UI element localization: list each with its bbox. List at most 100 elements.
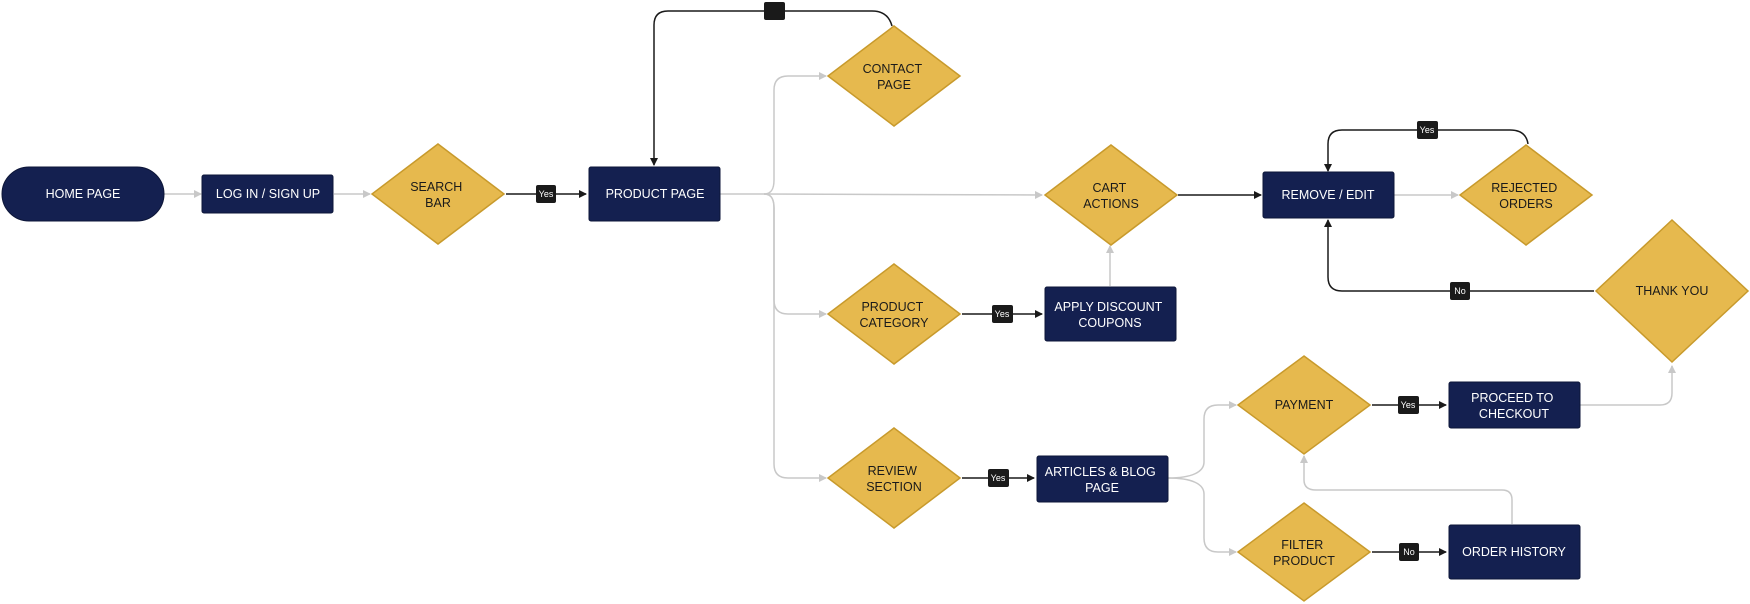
cart-actions-shape	[1043, 144, 1179, 246]
badge-search-to-product: Yes	[536, 185, 556, 203]
rejected-orders-node[interactable]: REJECTED ORDERS	[1458, 144, 1594, 246]
product-category-label-line-1: PRODUCT	[861, 300, 923, 314]
filter-product-label-line-2: PRODUCT	[1273, 554, 1335, 568]
payment-label: PAYMENT	[1275, 398, 1334, 412]
product-page-label-line-1: PRODUCT PAGE	[606, 187, 705, 201]
proceed-checkout-label-line-1: PROCEED TO	[1471, 391, 1553, 405]
badge-contact-loop	[764, 2, 785, 20]
remove-edit-node[interactable]: REMOVE / EDIT	[1262, 171, 1395, 219]
product-category-shape	[826, 263, 962, 365]
search-bar-node[interactable]: SEARCH BAR	[370, 143, 506, 245]
articles-blog-label-line-2: PAGE	[1085, 481, 1119, 495]
contact-page-label-line-2: PAGE	[877, 78, 911, 92]
home-page-shape	[1, 166, 165, 222]
connector-product-to-cart	[763, 190, 1043, 199]
search-bar-shape	[370, 143, 506, 245]
remove-edit-label: REMOVE / EDIT	[1281, 188, 1374, 202]
badge-thankyou-to-remove: No	[1450, 282, 1470, 300]
order-history-node[interactable]: ORDER HISTORY	[1448, 524, 1581, 580]
rejected-orders-label-line-1: REJECTED	[1491, 181, 1557, 195]
filter-product-label-line-1: FILTER	[1281, 538, 1323, 552]
filter-product-node[interactable]: FILTER PRODUCT	[1236, 502, 1372, 602]
contact-page-node[interactable]: CONTACT PAGE	[826, 25, 962, 127]
badge-payment-to-checkout-label: Yes	[1401, 400, 1416, 410]
connector-thankyou-to-remove	[1324, 219, 1594, 292]
articles-blog-label: ARTICLES & BLOG PAGE	[1045, 465, 1159, 495]
connector-product-to-review	[763, 193, 827, 482]
review-section-shape	[826, 427, 962, 529]
product-category-node[interactable]: PRODUCT CATEGORY	[826, 263, 962, 365]
badge-filter-to-history: No	[1399, 543, 1419, 561]
proceed-checkout-label: PROCEED TO CHECKOUT	[1471, 391, 1557, 421]
rejected-orders-label: REJECTED ORDERS	[1491, 181, 1560, 211]
badge-search-to-product-bg	[536, 185, 556, 203]
login-label: LOG IN / SIGN UP	[216, 187, 320, 201]
payment-label-line-1: PAYMENT	[1275, 398, 1334, 412]
badge-rejected-loop-bg	[1417, 121, 1438, 139]
articles-blog-node[interactable]: ARTICLES & BLOG PAGE	[1036, 455, 1169, 503]
search-bar-label: SEARCH BAR	[410, 180, 466, 210]
apply-discount-shape	[1044, 286, 1177, 342]
remove-edit-shape	[1262, 171, 1395, 219]
rejected-orders-shape	[1458, 144, 1594, 246]
apply-discount-label-line-2: COUPONS	[1078, 316, 1141, 330]
badge-category-to-discount-label: Yes	[995, 309, 1010, 319]
thank-you-label: THANK YOU	[1636, 284, 1709, 298]
thank-you-node[interactable]: THANK YOU	[1594, 218, 1750, 364]
nodes: HOME PAGE LOG IN / SIGN UP SEARCH BAR PR…	[1, 25, 1750, 602]
connector-checkout-to-thankyou	[1580, 365, 1676, 406]
connector-articles-to-filter	[1167, 477, 1237, 556]
order-history-label: ORDER HISTORY	[1462, 545, 1566, 559]
thank-you-shape	[1594, 218, 1750, 364]
filter-product-label: FILTER PRODUCT	[1273, 538, 1335, 568]
badge-thankyou-to-remove-label: No	[1454, 286, 1466, 296]
proceed-checkout-shape	[1448, 381, 1581, 429]
product-page-shape	[588, 166, 721, 222]
badge-filter-to-history-label: No	[1403, 547, 1415, 557]
payment-node[interactable]: PAYMENT	[1236, 355, 1372, 455]
badge-category-to-discount: Yes	[992, 305, 1013, 323]
order-history-label-line-1: ORDER HISTORY	[1462, 545, 1566, 559]
proceed-checkout-node[interactable]: PROCEED TO CHECKOUT	[1448, 381, 1581, 429]
review-section-label-line-2: SECTION	[866, 480, 922, 494]
badge-review-to-articles-label: Yes	[991, 473, 1006, 483]
cart-actions-label-line-2: ACTIONS	[1083, 197, 1139, 211]
product-page-node[interactable]: PRODUCT PAGE	[588, 166, 721, 222]
cart-actions-label-line-1: CART	[1092, 181, 1126, 195]
connector-product-to-contact	[763, 72, 827, 195]
badge-payment-to-checkout-bg	[1398, 396, 1419, 414]
review-section-label-line-1: REVIEW	[868, 464, 918, 478]
apply-discount-node[interactable]: APPLY DISCOUNT COUPONS	[1044, 286, 1177, 342]
proceed-checkout-label-line-2: CHECKOUT	[1479, 407, 1550, 421]
badge-rejected-loop-label: Yes	[1420, 125, 1435, 135]
badge-review-to-articles: Yes	[988, 469, 1009, 487]
badge-payment-to-checkout: Yes	[1398, 396, 1419, 414]
cart-actions-label: CART ACTIONS	[1083, 181, 1139, 211]
edge-badges: Yes Yes Yes Yes No Yes No	[536, 2, 1470, 561]
badge-thankyou-to-remove-bg	[1450, 282, 1470, 300]
home-page-node[interactable]: HOME PAGE	[1, 166, 165, 222]
product-category-label-line-2: CATEGORY	[860, 316, 930, 330]
payment-shape	[1236, 355, 1372, 455]
articles-blog-shape	[1036, 455, 1169, 503]
contact-page-shape	[826, 25, 962, 127]
articles-blog-label-line-1: ARTICLES & BLOG	[1045, 465, 1156, 479]
badge-category-to-discount-bg	[992, 305, 1013, 323]
login-node[interactable]: LOG IN / SIGN UP	[201, 174, 334, 214]
filter-product-shape	[1236, 502, 1372, 602]
badge-review-to-articles-bg	[988, 469, 1009, 487]
login-label-line-1: LOG IN / SIGN UP	[216, 187, 320, 201]
login-shape	[201, 174, 334, 214]
home-page-label: HOME PAGE	[46, 187, 121, 201]
apply-discount-label-line-1: APPLY DISCOUNT	[1054, 300, 1162, 314]
review-section-label: REVIEW SECTION	[866, 464, 922, 494]
rejected-orders-label-line-2: ORDERS	[1499, 197, 1552, 211]
connector-rejected-to-remove	[1324, 129, 1529, 172]
search-bar-label-line-1: SEARCH	[410, 180, 462, 194]
apply-discount-label: APPLY DISCOUNT COUPONS	[1054, 300, 1165, 330]
product-page-label: PRODUCT PAGE	[606, 187, 705, 201]
cart-actions-node[interactable]: CART ACTIONS	[1043, 144, 1179, 246]
contact-page-label: CONTACT PAGE	[863, 62, 926, 92]
review-section-node[interactable]: REVIEW SECTION	[826, 427, 962, 529]
